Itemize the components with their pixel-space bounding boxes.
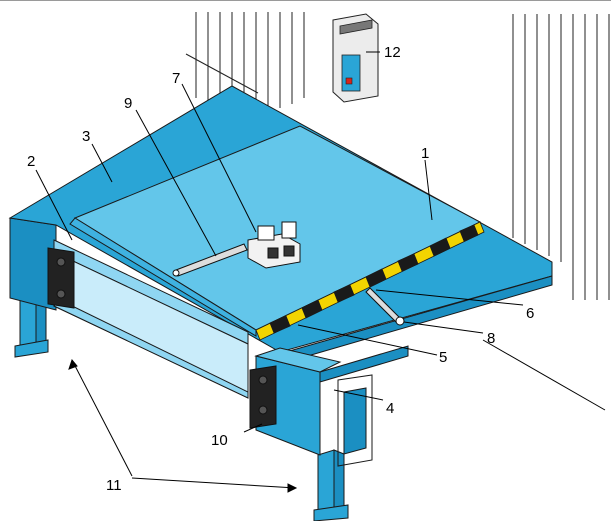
leader-lines	[35, 51, 606, 493]
callout-8: 8	[487, 330, 495, 347]
callout-10: 10	[211, 432, 228, 449]
control-box	[332, 13, 379, 103]
callout-4: 4	[386, 400, 394, 417]
hazard-stripe	[255, 221, 485, 341]
callout-6: 6	[526, 305, 534, 322]
support-legs	[14, 291, 373, 521]
deck-cylinder	[365, 287, 405, 326]
callout-labels: 1 2 3 4 5 6 7 8 9 10 11 12	[27, 44, 534, 494]
lip-plate	[53, 239, 249, 399]
callout-2: 2	[27, 153, 35, 170]
callout-11: 11	[106, 477, 122, 494]
callout-3: 3	[82, 128, 90, 145]
wall-lines-right	[512, 14, 610, 300]
callout-9: 9	[124, 95, 132, 112]
top-rule	[0, 0, 611, 1]
callout-1: 1	[421, 145, 429, 162]
bumpers	[47, 247, 277, 429]
deck-plate	[69, 125, 482, 337]
callout-12: 12	[384, 44, 401, 61]
callout-5: 5	[439, 349, 447, 366]
lip-cylinder	[172, 243, 248, 277]
callout-7: 7	[172, 70, 180, 87]
hydraulic-unit	[247, 221, 301, 269]
